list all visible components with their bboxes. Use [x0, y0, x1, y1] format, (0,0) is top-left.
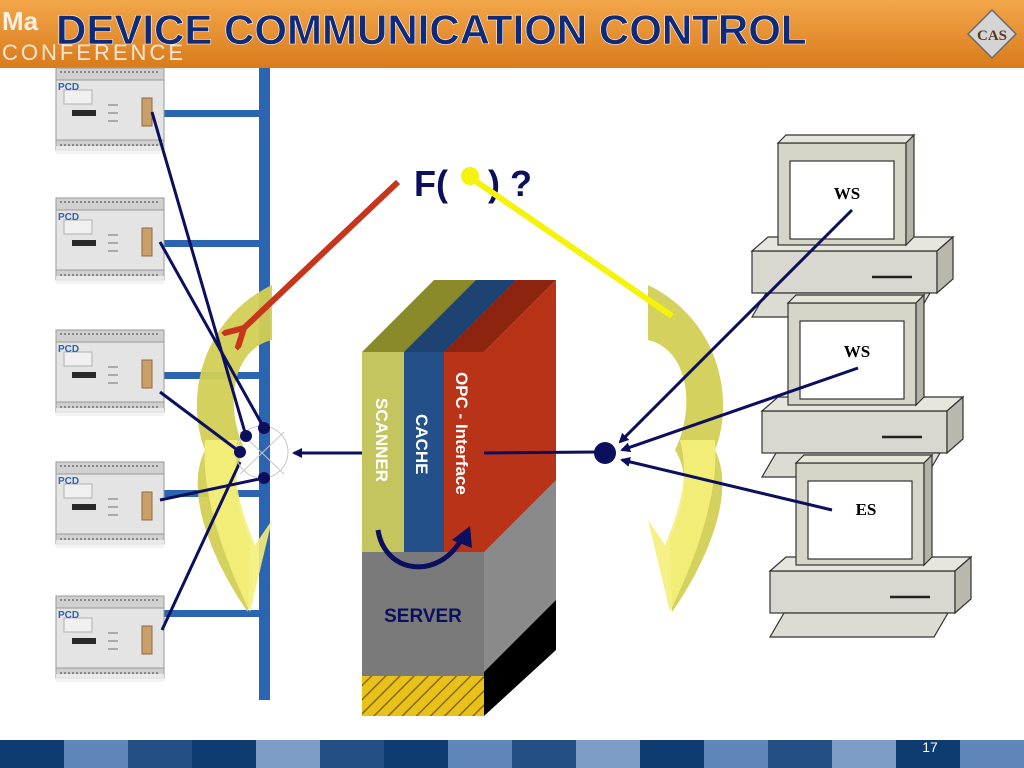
layer-cache	[404, 352, 444, 552]
plc-device-4: PCD	[55, 461, 165, 549]
layer-opc	[444, 352, 484, 552]
plc-wires	[150, 111, 266, 631]
workstation-label: WS	[844, 342, 870, 361]
layer-cache-label: CACHE	[412, 414, 431, 474]
page-number: 17	[922, 739, 938, 755]
server-label: SERVER	[384, 606, 462, 627]
workstation-2: WS	[760, 293, 965, 479]
layer-scanner-label: SCANNER	[372, 398, 391, 482]
banner-word-conference: CONFERENCE	[2, 40, 186, 65]
fieldbus-line	[259, 68, 270, 700]
cas-logo: CAS	[966, 8, 1018, 60]
header-banner: Ma CONFERENCE DEVICE COMMUNICATION CONTR…	[0, 0, 1024, 68]
cache-cycle-arrow	[375, 529, 465, 570]
workstation-label: ES	[856, 500, 877, 519]
footer-stripe: 17	[0, 739, 1024, 768]
plc-device-3: PCD	[55, 329, 165, 417]
workstation-1: WS	[750, 133, 955, 319]
server-hatch	[362, 676, 484, 716]
opc-to-client-line	[483, 450, 599, 455]
engineering-station: ES	[768, 453, 973, 639]
plc-device-1: PCD	[55, 67, 165, 155]
plc-device-5: PCD	[55, 595, 165, 683]
banner-background	[0, 0, 1024, 68]
cas-logo-text: CAS	[977, 28, 1007, 44]
red-function-arrow	[244, 179, 401, 328]
plc-label: PCD	[58, 344, 79, 355]
server-tower: SERVER SCANNER CACHE OPC - Interface	[362, 280, 556, 716]
plc-label: PCD	[58, 476, 79, 487]
plc-label: PCD	[58, 610, 79, 621]
layer-scanner	[362, 352, 404, 552]
workstation-label: WS	[834, 184, 860, 203]
right-cycle-arrow	[648, 285, 724, 612]
client-wires	[618, 208, 859, 512]
scanner-junction	[234, 422, 289, 484]
plc-device-2: PCD	[55, 197, 165, 285]
page-title: DEVICE COMMUNICATION CONTROL	[56, 6, 807, 53]
layer-opc-label: OPC - Interface	[452, 372, 471, 495]
server-base	[362, 552, 484, 676]
banner-word-ma: Ma	[2, 6, 39, 36]
plc-label: PCD	[58, 212, 79, 223]
plc-label: PCD	[58, 82, 79, 93]
client-junction	[594, 442, 616, 464]
yellow-function-line	[472, 177, 674, 319]
